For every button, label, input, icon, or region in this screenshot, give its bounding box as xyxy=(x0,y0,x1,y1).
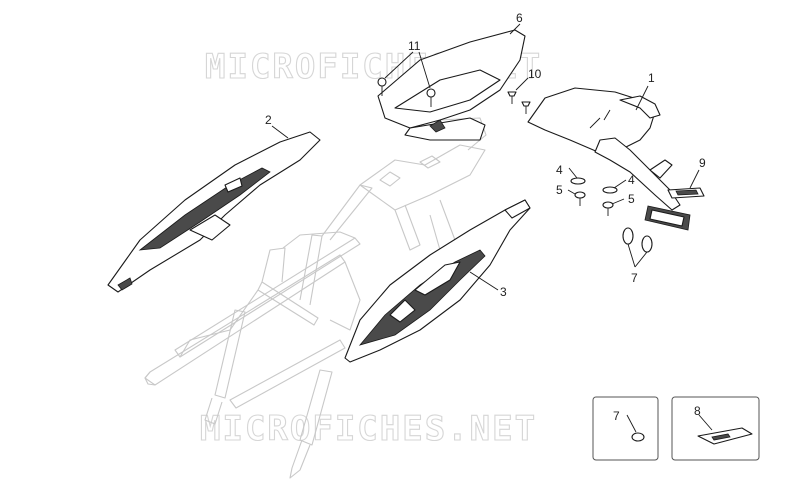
callout-6: 6 xyxy=(516,11,523,25)
part-10-screws[interactable] xyxy=(507,91,531,114)
part-4-washer-right[interactable] xyxy=(602,186,618,194)
inset-box-7 xyxy=(592,396,659,461)
callout-8-inset: 8 xyxy=(694,404,701,418)
part-3-right-side-panel[interactable] xyxy=(344,199,531,363)
part-5-screw-right[interactable] xyxy=(602,201,614,216)
callout-7-main: 7 xyxy=(631,271,638,285)
callout-9: 9 xyxy=(699,156,706,170)
watermark-bottom: MICROFICHES.NET xyxy=(200,409,537,449)
part-6-tail-cover[interactable] xyxy=(377,29,526,141)
callout-4-right: 4 xyxy=(628,173,635,187)
part-2-left-side-panel[interactable] xyxy=(107,131,321,293)
callout-10: 10 xyxy=(528,67,542,81)
part-9-reflector[interactable] xyxy=(667,187,705,199)
part-4-washer-left[interactable] xyxy=(570,177,586,185)
part-7-grommets[interactable] xyxy=(622,227,653,253)
part-7-grommet-inset xyxy=(631,432,645,442)
leader-lines xyxy=(271,23,713,433)
callout-1: 1 xyxy=(648,71,655,85)
callout-11: 11 xyxy=(408,39,421,53)
callout-3: 3 xyxy=(500,285,507,299)
callout-labels: 1 2 3 4 4 5 5 6 7 7 8 9 10 11 xyxy=(265,11,706,423)
part-11-screws[interactable] xyxy=(377,77,436,107)
callout-7-inset: 7 xyxy=(613,409,620,423)
part-5-screw-left[interactable] xyxy=(574,191,586,206)
inset-box-8 xyxy=(671,396,760,461)
callout-5-left: 5 xyxy=(556,183,563,197)
callout-5-right: 5 xyxy=(628,192,635,206)
callout-4-left: 4 xyxy=(556,163,563,177)
callout-2: 2 xyxy=(265,113,272,127)
part-1-plate-holder[interactable] xyxy=(527,87,691,231)
subframe xyxy=(144,117,487,479)
